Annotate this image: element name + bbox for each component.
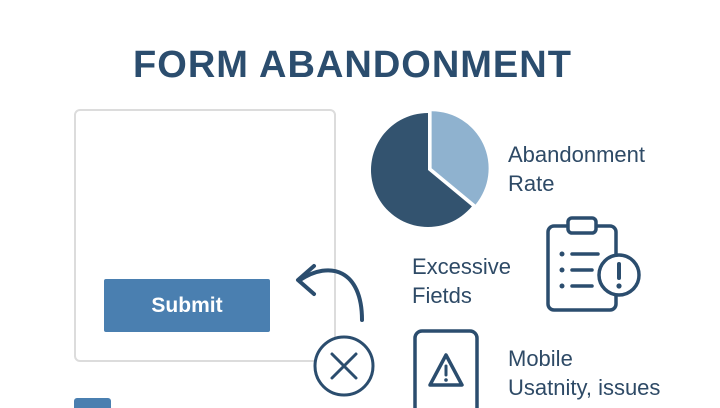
label-line: Usatnity, issues	[508, 375, 661, 400]
item-label-excessive-fields: Excessive Fietds	[412, 252, 511, 310]
submit-button[interactable]: Submit	[104, 279, 270, 332]
label-line: Fietds	[412, 283, 472, 308]
label-line: Mobile	[508, 346, 573, 371]
item-label-abandonment-rate: Abandonment Rate	[508, 140, 645, 198]
pie-chart	[371, 111, 489, 227]
pie-slice-light	[431, 111, 489, 205]
curved-back-arrow-icon	[296, 264, 364, 322]
item-label-mobile-usability: Mobile Usatnity, issues	[508, 344, 660, 402]
clipboard-alert-icon	[546, 216, 641, 312]
pie-chart-icon	[371, 111, 489, 227]
corner-badge	[74, 398, 111, 408]
phone-warning-icon	[413, 329, 479, 408]
label-line: Abandonment	[508, 142, 645, 167]
label-line: Rate	[508, 171, 555, 196]
pie-slice-dark	[371, 113, 472, 227]
x-circle-icon[interactable]	[312, 334, 376, 398]
label-line: Excessive	[412, 254, 512, 279]
page-title: FORM ABANDONMENT	[133, 44, 572, 86]
